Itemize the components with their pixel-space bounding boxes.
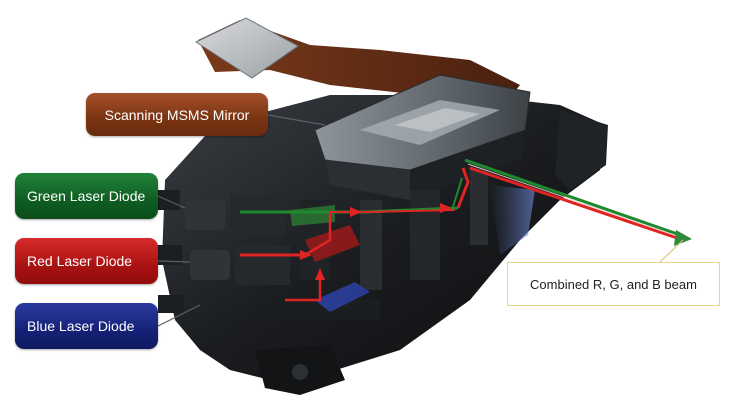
mirror-assembly: [314, 74, 531, 200]
blue-laser-label: Blue Laser Diode: [15, 303, 158, 349]
leader-lines: [157, 114, 684, 327]
green-laser-label: Green Laser Diode: [15, 173, 158, 219]
internal-optics: [185, 165, 488, 320]
red-laser-label: Red Laser Diode: [15, 238, 158, 284]
laser-beams: [240, 158, 692, 302]
combined-beam-label: Combined R, G, and B beam: [507, 262, 720, 306]
mirror-label: Scanning MSMS Mirror: [86, 93, 268, 136]
